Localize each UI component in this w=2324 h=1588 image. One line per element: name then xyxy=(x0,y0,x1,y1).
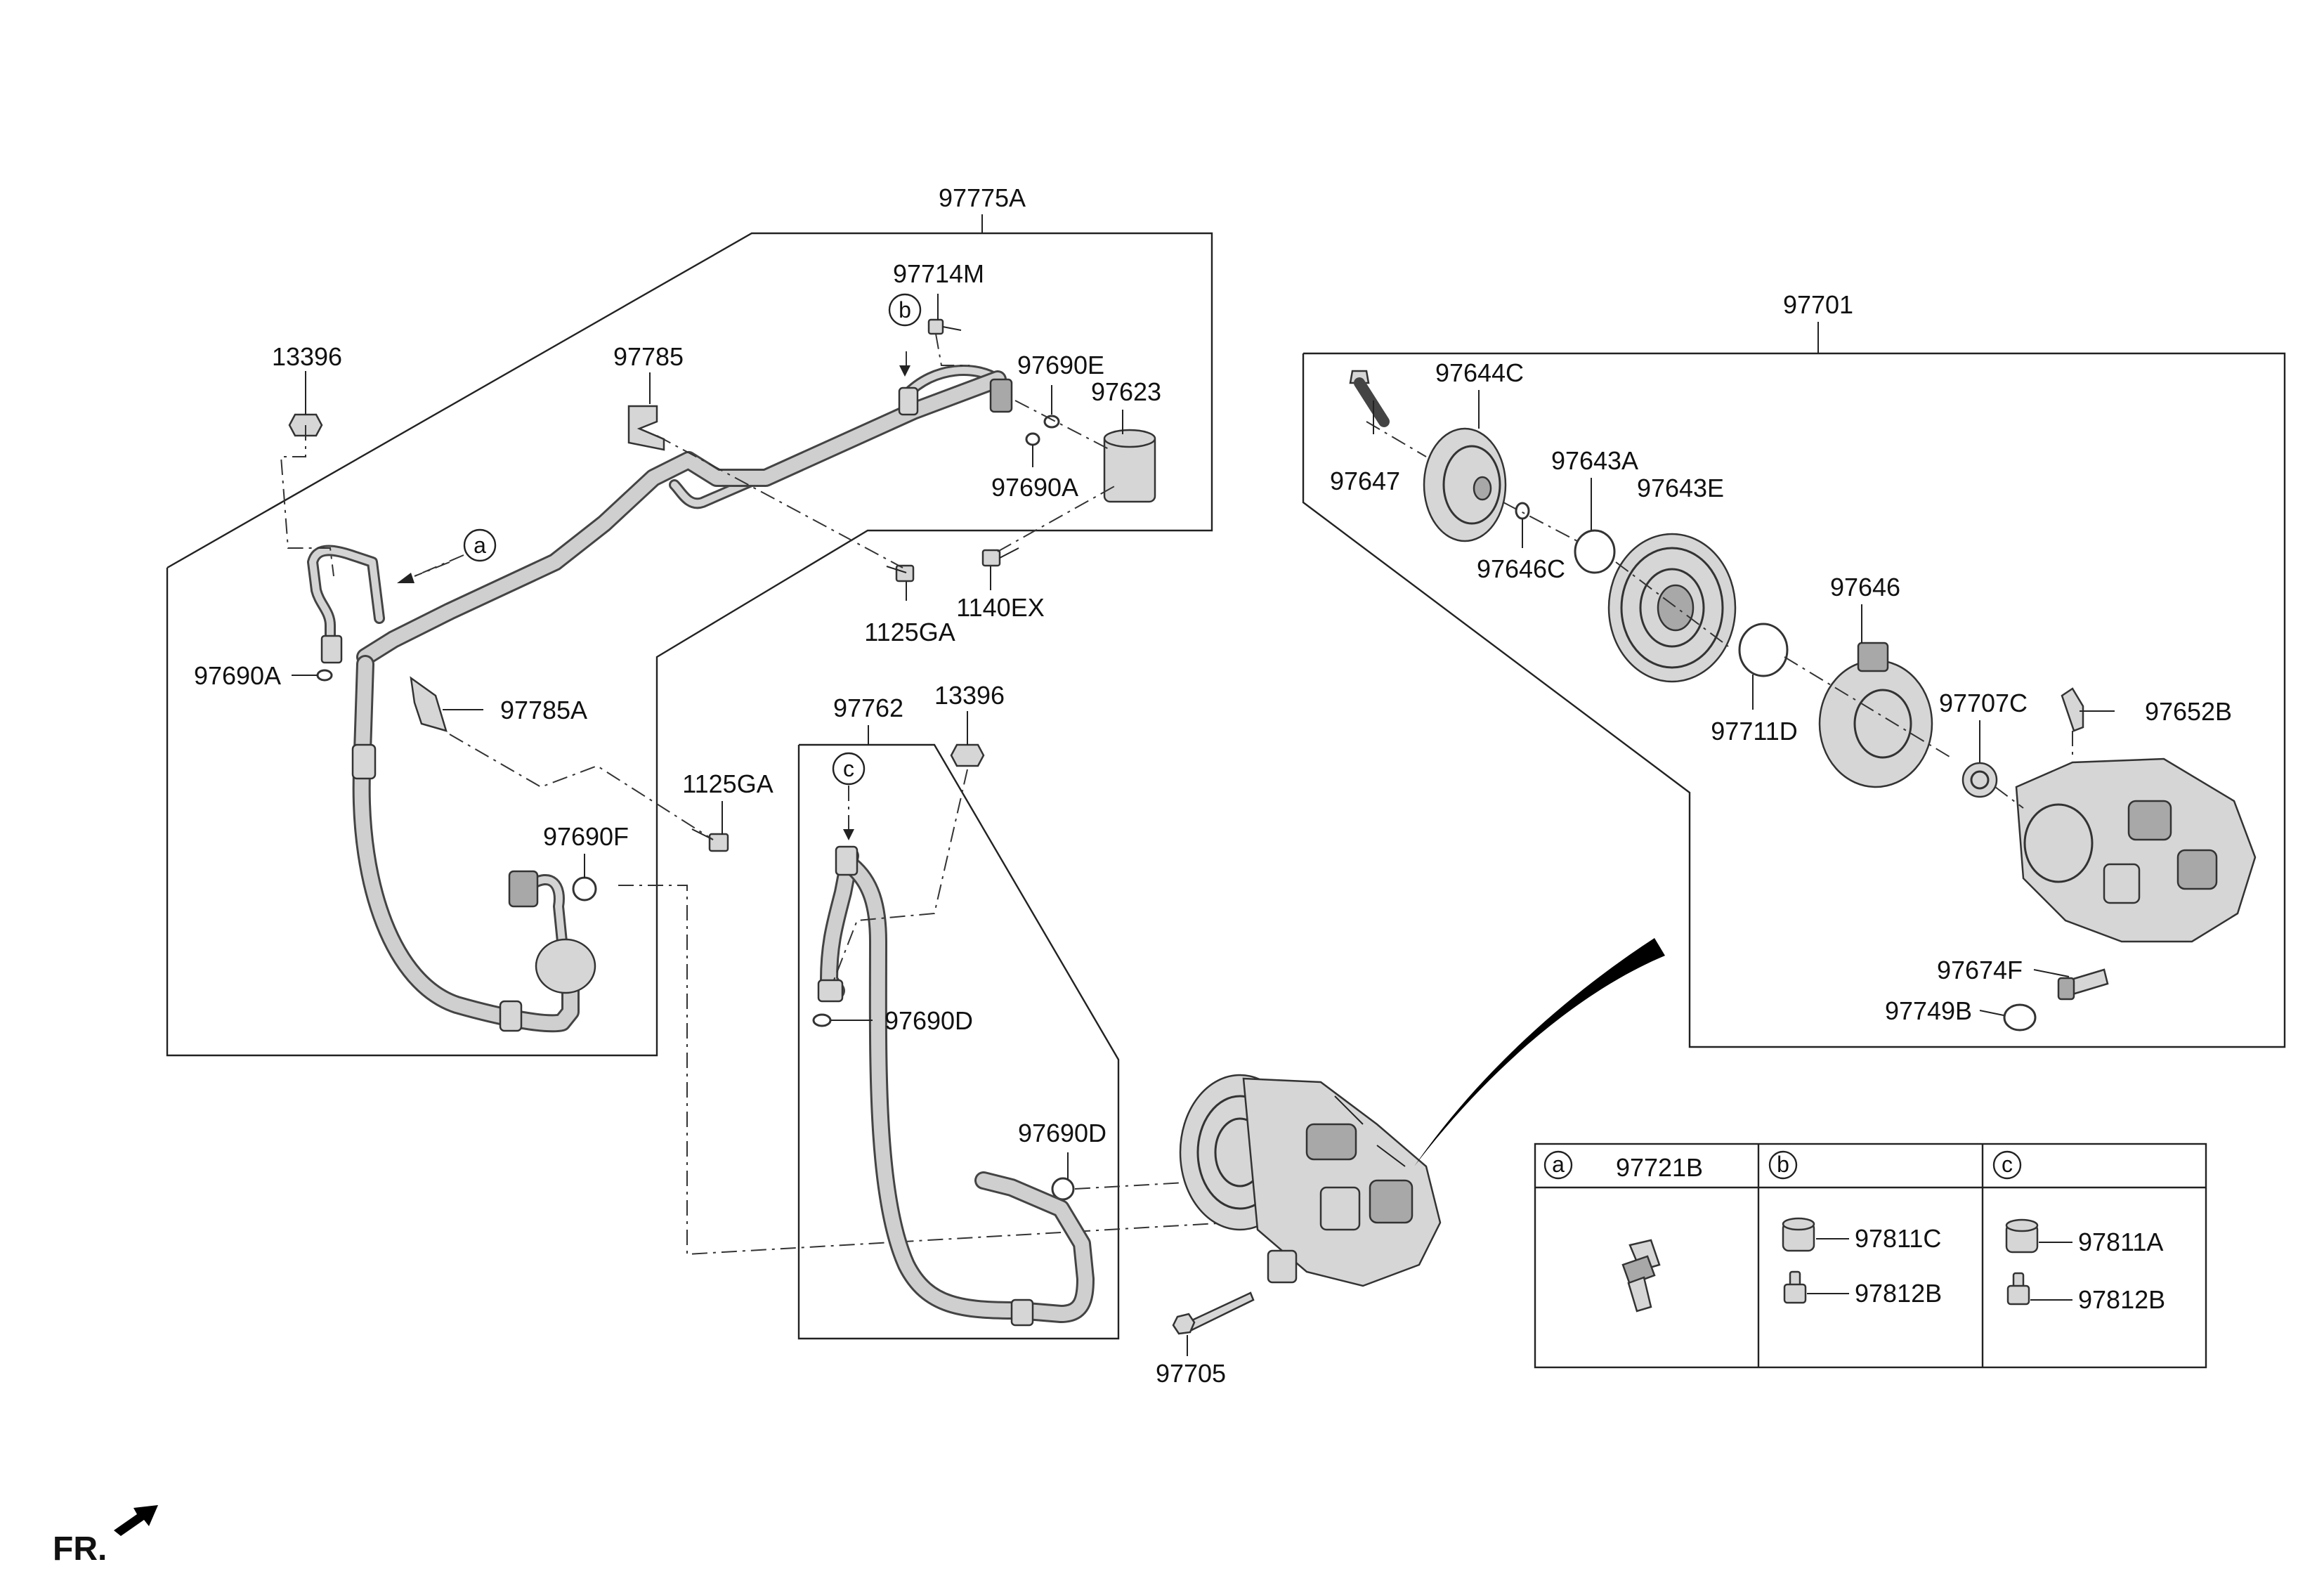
discharge-fitting-muffler xyxy=(508,870,596,994)
bearing-97707C xyxy=(1961,762,1998,798)
bolt-1125GA-top xyxy=(886,564,915,583)
label-97785: 97785 xyxy=(613,342,684,371)
front-direction-arrow-icon xyxy=(114,1505,158,1536)
o-ring-97690D-lower xyxy=(1051,1177,1075,1201)
pressure-fitting-b xyxy=(898,378,1013,416)
label-97690F: 97690F xyxy=(543,822,629,851)
hose-bracket-97785A xyxy=(410,676,448,732)
relief-valve-97674F xyxy=(2057,968,2109,1001)
clutch-hub-97644C xyxy=(1423,427,1507,542)
legend-key-a: a xyxy=(1552,1152,1565,1177)
hose-bracket-97785 xyxy=(627,405,665,451)
o-ring-97690E xyxy=(1043,415,1060,429)
legend-part-97812B-b: 97812B xyxy=(1855,1279,1942,1308)
label-97690A-left: 97690A xyxy=(194,661,281,690)
label-1125GA-mid: 1125GA xyxy=(682,769,773,798)
legend-part-97811C: 97811C xyxy=(1855,1224,1941,1253)
discharge-hose-lower xyxy=(351,655,580,1033)
o-ring-97690A-top xyxy=(1025,432,1040,446)
label-97705: 97705 xyxy=(1156,1359,1226,1388)
label-97690D-lower: 97690D xyxy=(1018,1119,1106,1147)
label-97690D-upper: 97690D xyxy=(884,1006,973,1035)
compressor-main-illustration xyxy=(1179,1074,1442,1287)
detail-pointer-wedge xyxy=(1414,938,1665,1166)
field-coil-97646 xyxy=(1818,642,1933,788)
label-97646C: 97646C xyxy=(1477,554,1565,583)
label-13396-mid: 13396 xyxy=(934,681,1005,710)
label-97647: 97647 xyxy=(1330,467,1400,495)
legend-part-97811A: 97811A xyxy=(2078,1228,2163,1256)
clutch-bolt-97647 xyxy=(1349,370,1390,427)
cap-97811A-icon xyxy=(2005,1218,2072,1254)
compressor-assembly-outline xyxy=(1302,322,2286,1048)
label-97701: 97701 xyxy=(1783,290,1853,319)
callout-a: a xyxy=(397,528,497,583)
label-97646: 97646 xyxy=(1830,573,1900,601)
left-hose-fitting xyxy=(307,545,385,664)
label-leader-lines xyxy=(292,294,2115,1179)
snap-ring-97711D xyxy=(1738,623,1789,677)
svg-text:b: b xyxy=(899,297,911,323)
legend-key-c: c xyxy=(2002,1152,2013,1177)
svg-text:c: c xyxy=(843,756,854,781)
expansion-valve xyxy=(1103,429,1156,503)
label-97623: 97623 xyxy=(1091,377,1161,406)
o-ring-97749B xyxy=(2003,1003,2037,1031)
bolt-97714M xyxy=(927,318,962,335)
pulley-97643E xyxy=(1607,533,1737,683)
label-97714M: 97714M xyxy=(893,259,984,288)
label-97775A: 97775A xyxy=(939,183,1026,212)
callout-b: b xyxy=(888,293,922,377)
valve-core-97812B-c-icon xyxy=(2006,1272,2072,1306)
front-direction-indicator: FR. xyxy=(53,1505,158,1568)
front-direction-label: FR. xyxy=(53,1530,107,1568)
label-97690E: 97690E xyxy=(1017,351,1104,379)
bolt-1140EX xyxy=(981,547,1019,567)
o-ring-97690A-left xyxy=(316,669,333,682)
nut-13396-mid xyxy=(950,743,985,767)
label-97644C: 97644C xyxy=(1435,358,1524,387)
suction-hose-group-outline xyxy=(797,725,1120,1340)
shim-97646C xyxy=(1515,502,1530,520)
label-1125GA-top: 1125GA xyxy=(864,618,955,646)
legend-part-97721B: 97721B xyxy=(1616,1153,1703,1182)
label-97707C: 97707C xyxy=(1939,689,2028,717)
label-1140EX: 1140EX xyxy=(956,593,1044,622)
callout-c: c xyxy=(832,752,866,840)
bracket-97652B xyxy=(2061,687,2084,732)
label-97643A: 97643A xyxy=(1551,446,1638,475)
label-97711D: 97711D xyxy=(1711,717,1797,746)
snap-ring-97643A xyxy=(1574,529,1616,574)
assembly-leaders-clutch xyxy=(1366,421,2073,809)
svg-text:a: a xyxy=(474,533,486,558)
legend-key-b: b xyxy=(1777,1152,1789,1177)
legend-part-97812B-c: 97812B xyxy=(2078,1285,2165,1314)
label-97762: 97762 xyxy=(833,694,903,722)
assembly-leaders-upper xyxy=(280,333,1327,1256)
o-ring-97690F xyxy=(572,876,597,902)
valve-core-97812B-b-icon xyxy=(1783,1270,1849,1304)
label-97690A-top: 97690A xyxy=(991,473,1078,502)
cap-97811C-icon xyxy=(1782,1217,1849,1252)
label-97674F: 97674F xyxy=(1937,956,2023,984)
pressure-sensor-97721B xyxy=(1621,1239,1661,1313)
label-97749B: 97749B xyxy=(1885,996,1972,1025)
discharge-hose-upper xyxy=(356,370,1007,666)
part-number-labels: 97775A 13396 97785 97714M 97690E 97623 9… xyxy=(194,183,2232,1388)
legend-table: a 97721B b c 97811C 97812B xyxy=(1534,1143,2207,1369)
bolt-97705 xyxy=(1172,1291,1255,1356)
compressor-body-right xyxy=(2015,757,2257,943)
label-97643E: 97643E xyxy=(1637,474,1724,502)
label-97652B: 97652B xyxy=(2145,697,2232,726)
o-ring-97690D-upper xyxy=(812,1013,832,1027)
discharge-hose-group-outline xyxy=(166,214,1213,1057)
label-13396-top: 13396 xyxy=(272,342,342,371)
label-97785A: 97785A xyxy=(500,696,587,724)
suction-hose xyxy=(817,845,1095,1327)
